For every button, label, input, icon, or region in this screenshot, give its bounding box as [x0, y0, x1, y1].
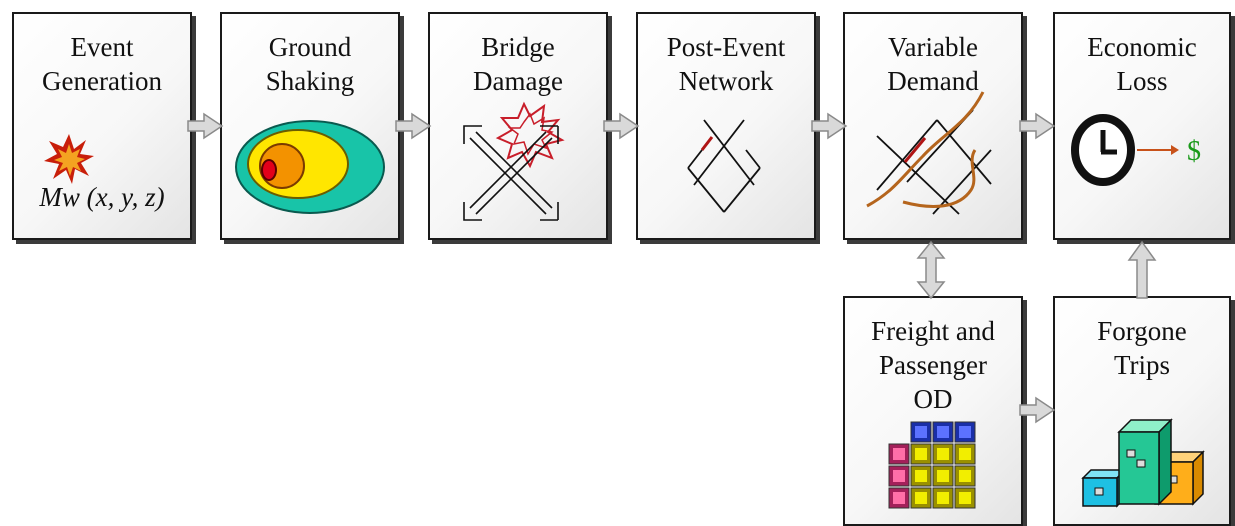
od-matrix-cell-tile: [954, 465, 976, 487]
dollar-sign: $: [1187, 136, 1201, 167]
arrow-od-to-forgone: [1019, 396, 1056, 424]
od-matrix-header-tile: [954, 421, 976, 443]
bridge-damage-icon: [463, 101, 565, 221]
demand-routes-icon: [866, 91, 992, 215]
od-matrix-header-tile: [910, 421, 932, 443]
od-matrix-cell-tile: [932, 443, 954, 465]
od-matrix-origin-tile: [888, 487, 910, 509]
event-generation-label: Event Generation: [42, 32, 162, 96]
network-icon: [687, 119, 761, 213]
arrow-network-to-demand: [811, 112, 848, 140]
od-matrix-cell-tile: [932, 487, 954, 509]
arrow-demand-to-loss: [1019, 112, 1056, 140]
variable-demand-label: Variable Demand: [887, 32, 979, 96]
arrow-demand-od-bidirectional: [916, 240, 946, 300]
od-matrix-header-tile: [932, 421, 954, 443]
economic-loss-box: Economic Loss $: [1053, 12, 1231, 240]
od-matrix-cell-tile: [910, 487, 932, 509]
forgone-trips-label: Forgone Trips: [1097, 316, 1187, 380]
arrow-right-icon: [1137, 145, 1179, 155]
bridge-damage-label: Bridge Damage: [473, 32, 563, 96]
od-matrix-cell-tile: [954, 487, 976, 509]
freight-passenger-od-label: Freight and Passenger OD: [871, 316, 995, 414]
magnitude-formula: Mw (x, y, z): [39, 182, 165, 212]
arrow-shaking-to-damage: [395, 112, 432, 140]
arrow-damage-to-network: [603, 112, 640, 140]
variable-demand-box: Variable Demand: [843, 12, 1023, 240]
forgone-trips-box: Forgone Trips: [1053, 296, 1231, 526]
explosion-icon: [44, 134, 94, 184]
od-matrix-cell-tile: [910, 443, 932, 465]
arrow-forgone-to-loss: [1127, 240, 1157, 299]
od-matrix-origin-tile: [888, 443, 910, 465]
od-matrix-icon: [888, 421, 976, 509]
ground-shaking-label: Ground Shaking: [265, 32, 355, 96]
post-event-network-box: Post-Event Network: [636, 12, 816, 240]
od-matrix-cell-tile: [954, 443, 976, 465]
od-matrix-cell-tile: [932, 465, 954, 487]
od-matrix-cell-tile: [910, 465, 932, 487]
cubes-icon: [1081, 418, 1205, 508]
od-matrix-origin-tile: [888, 465, 910, 487]
economic-loss-label: Economic Loss: [1087, 32, 1197, 96]
event-generation-box: Event Generation Mw (x, y, z): [12, 12, 192, 240]
arrow-event-to-shaking: [187, 112, 224, 140]
bridge-damage-box: Bridge Damage: [428, 12, 608, 240]
shaking-contours-icon: [235, 120, 385, 214]
post-event-network-label: Post-Event Network: [666, 32, 786, 96]
clock-icon: [1071, 114, 1135, 186]
ground-shaking-box: Ground Shaking: [220, 12, 400, 240]
freight-passenger-od-box: Freight and Passenger OD: [843, 296, 1023, 526]
